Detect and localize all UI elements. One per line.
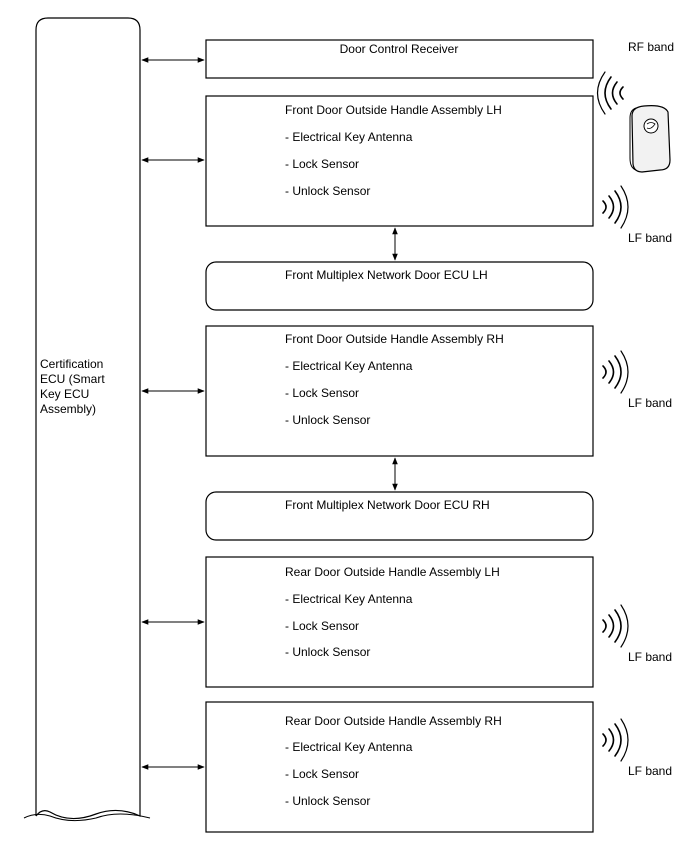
handle-item: - Unlock Sensor	[285, 794, 370, 808]
handle-item: - Electrical Key Antenna	[285, 359, 413, 373]
handle-assembly-title: Front Door Outside Handle Assembly RH	[285, 332, 504, 346]
signal-waves-icon	[602, 604, 629, 648]
handle-assembly-box-front-rh	[205, 325, 594, 457]
ecu-label-line: Certification	[40, 357, 104, 371]
handle-item: - Electrical Key Antenna	[285, 130, 413, 144]
handle-assembly-title: Front Door Outside Handle Assembly LH	[285, 103, 502, 117]
ecu-label-line: ECU (Smart	[40, 372, 105, 386]
handle-item: - Lock Sensor	[285, 157, 359, 171]
lf-band-label: LF band	[628, 231, 672, 245]
door-ecu-box-front-lh	[205, 261, 594, 311]
handle-item: - Unlock Sensor	[285, 413, 370, 427]
door-ecu-title: Front Multiplex Network Door ECU LH	[285, 268, 488, 282]
signal-waves-icon	[602, 718, 629, 762]
handle-assembly-title: Rear Door Outside Handle Assembly LH	[285, 565, 500, 579]
door-ecu-title: Front Multiplex Network Door ECU RH	[285, 498, 490, 512]
door-control-receiver-label: Door Control Receiver	[340, 42, 459, 56]
handle-item: - Unlock Sensor	[285, 645, 370, 659]
handle-item: - Electrical Key Antenna	[285, 592, 413, 606]
handle-assembly-box-front-lh	[205, 95, 594, 227]
lf-band-label: LF band	[628, 396, 672, 410]
lf-band-label: LF band	[628, 650, 672, 664]
door-ecu-box-front-rh	[205, 491, 594, 541]
handle-item: - Unlock Sensor	[285, 184, 370, 198]
certification-ecu-block	[35, 17, 141, 820]
handle-item: - Lock Sensor	[285, 386, 359, 400]
signal-waves-icon	[596, 71, 624, 115]
lf-band-label: LF band	[628, 764, 672, 778]
handle-item: - Lock Sensor	[285, 767, 359, 781]
handle-assembly-box-rear-rh	[205, 701, 594, 833]
handle-assembly-title: Rear Door Outside Handle Assembly RH	[285, 714, 502, 728]
handle-item: - Electrical Key Antenna	[285, 740, 413, 754]
ecu-label-line: Key ECU	[40, 387, 90, 401]
ecu-break-line	[23, 813, 151, 822]
door-control-receiver-box	[205, 39, 594, 79]
signal-waves-icon	[602, 350, 629, 394]
ecu-label-line: Assembly)	[40, 402, 97, 416]
key-fob-icon	[629, 105, 671, 173]
signal-waves-icon	[602, 185, 629, 229]
rf-band-label: RF band	[628, 40, 674, 54]
handle-item: - Lock Sensor	[285, 619, 359, 633]
certification-ecu-label: Certification ECU (Smart Key ECU Assembl…	[40, 357, 135, 417]
handle-assembly-box-rear-lh	[205, 556, 594, 688]
